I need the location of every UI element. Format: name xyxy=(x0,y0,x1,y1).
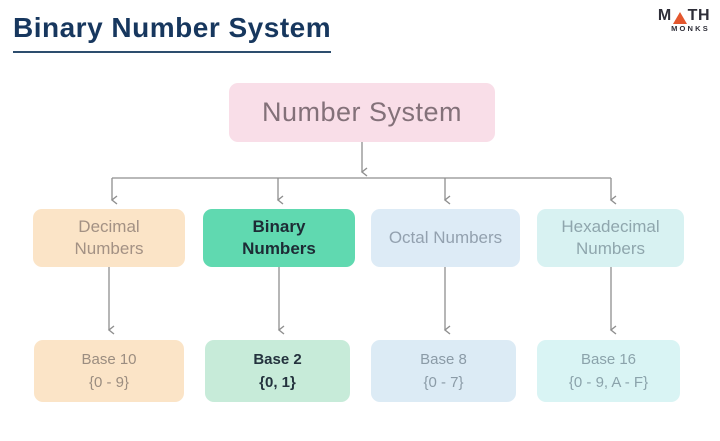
logo-letters-th: TH xyxy=(687,7,710,24)
math-monks-logo: M TH MONKS xyxy=(646,8,710,33)
base-16-set: {0 - 9, A - F} xyxy=(568,374,649,391)
logo-wordmark: M TH xyxy=(658,8,710,24)
base-2-set: {0, 1} xyxy=(259,374,296,391)
logo-triangle-icon xyxy=(672,12,687,24)
node-base-8: Base 8 {0 - 7} xyxy=(371,340,516,402)
node-binary-numbers: Binary Numbers xyxy=(203,209,355,267)
node-base-10: Base 10 {0 - 9} xyxy=(34,340,184,402)
base-8-set: {0 - 7} xyxy=(423,374,464,391)
node-base-2: Base 2 {0, 1} xyxy=(205,340,350,402)
base-8-label: Base 8 xyxy=(420,350,467,368)
node-octal-numbers-label: Octal Numbers xyxy=(388,227,503,247)
node-base-16: Base 16 {0 - 9, A - F} xyxy=(537,340,680,402)
node-decimal-numbers: Decimal Numbers xyxy=(33,209,185,267)
node-octal-numbers: Octal Numbers xyxy=(371,209,520,267)
logo-monks-text: MONKS xyxy=(671,24,710,33)
node-hexadecimal-numbers: Hexadecimal Numbers xyxy=(537,209,684,267)
node-decimal-numbers-label: Decimal Numbers xyxy=(74,216,144,258)
logo-letter-m: M xyxy=(657,7,672,24)
node-hexadecimal-numbers-label: Hexadecimal Numbers xyxy=(561,216,660,258)
base-2-label: Base 2 xyxy=(253,350,302,368)
node-number-system-label: Number System xyxy=(261,97,463,127)
node-binary-numbers-label: Binary Numbers xyxy=(242,216,316,258)
base-16-label: Base 16 xyxy=(580,350,637,368)
node-number-system: Number System xyxy=(229,83,495,142)
base-10-set: {0 - 9} xyxy=(88,374,130,391)
page-title: Binary Number System xyxy=(13,12,332,53)
base-10-label: Base 10 xyxy=(81,350,137,368)
